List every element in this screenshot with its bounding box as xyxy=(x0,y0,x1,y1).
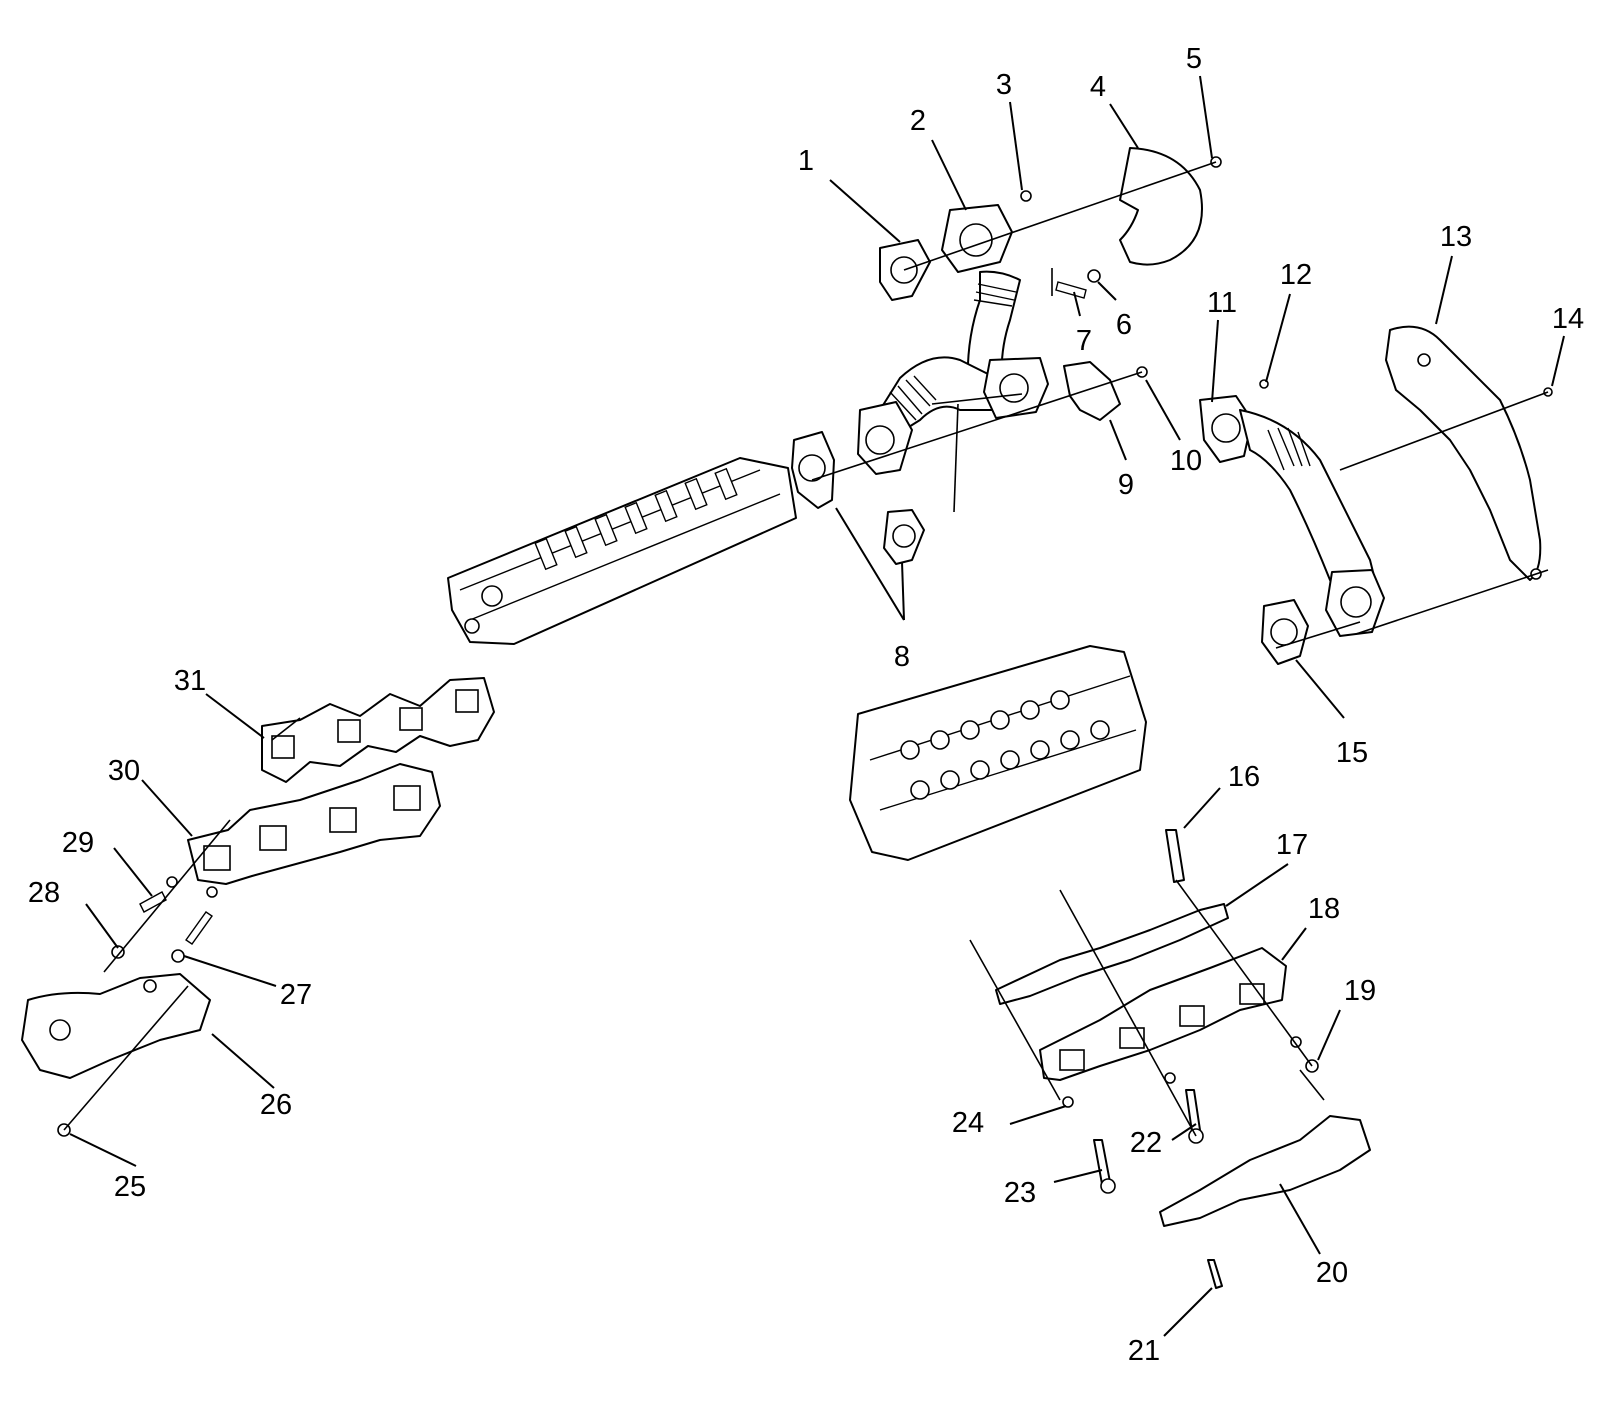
callout-1: 1 xyxy=(798,145,814,177)
callout-13: 13 xyxy=(1440,221,1472,253)
callout-28: 28 xyxy=(28,877,60,909)
callout-29: 29 xyxy=(62,827,94,859)
callout-14: 14 xyxy=(1552,303,1584,335)
callout-11: 11 xyxy=(1207,287,1237,319)
callout-8: 8 xyxy=(894,641,910,673)
leader-lines xyxy=(69,75,1565,1337)
callout-9: 9 xyxy=(1118,469,1134,501)
callout-30: 30 xyxy=(108,755,140,787)
right-crossover-pipe-assembly xyxy=(1199,325,1553,665)
callout-24: 24 xyxy=(952,1107,984,1139)
callout-6: 6 xyxy=(1116,309,1132,341)
callout-25: 25 xyxy=(114,1171,146,1203)
callout-27: 27 xyxy=(280,979,312,1011)
callout-numbers: 1 2 3 4 5 6 7 8 9 10 11 12 13 14 15 16 1… xyxy=(28,43,1584,1367)
callout-22: 22 xyxy=(1130,1127,1162,1159)
callout-16: 16 xyxy=(1228,761,1260,793)
callout-26: 26 xyxy=(260,1089,292,1121)
callout-2: 2 xyxy=(910,105,926,137)
callout-21: 21 xyxy=(1128,1335,1160,1367)
upper-cylinder-head xyxy=(447,457,797,645)
right-exhaust-manifold-assembly xyxy=(995,829,1371,1289)
upper-crossover-pipe-assembly xyxy=(791,147,1222,565)
callout-10: 10 xyxy=(1170,445,1202,477)
callout-3: 3 xyxy=(996,69,1012,101)
callout-12: 12 xyxy=(1280,259,1312,291)
callout-19: 19 xyxy=(1344,975,1376,1007)
left-exhaust-manifold-assembly xyxy=(21,677,495,1137)
callout-20: 20 xyxy=(1316,1257,1348,1289)
callout-4: 4 xyxy=(1090,71,1106,103)
callout-17: 17 xyxy=(1276,829,1308,861)
callout-23: 23 xyxy=(1004,1177,1036,1209)
callout-31: 31 xyxy=(174,665,206,697)
callout-5: 5 xyxy=(1186,43,1202,75)
callout-18: 18 xyxy=(1308,893,1340,925)
lower-cylinder-head xyxy=(849,645,1147,861)
callout-15: 15 xyxy=(1336,737,1368,769)
assembly-axis-lines xyxy=(63,161,1549,1137)
callout-7: 7 xyxy=(1076,325,1092,357)
